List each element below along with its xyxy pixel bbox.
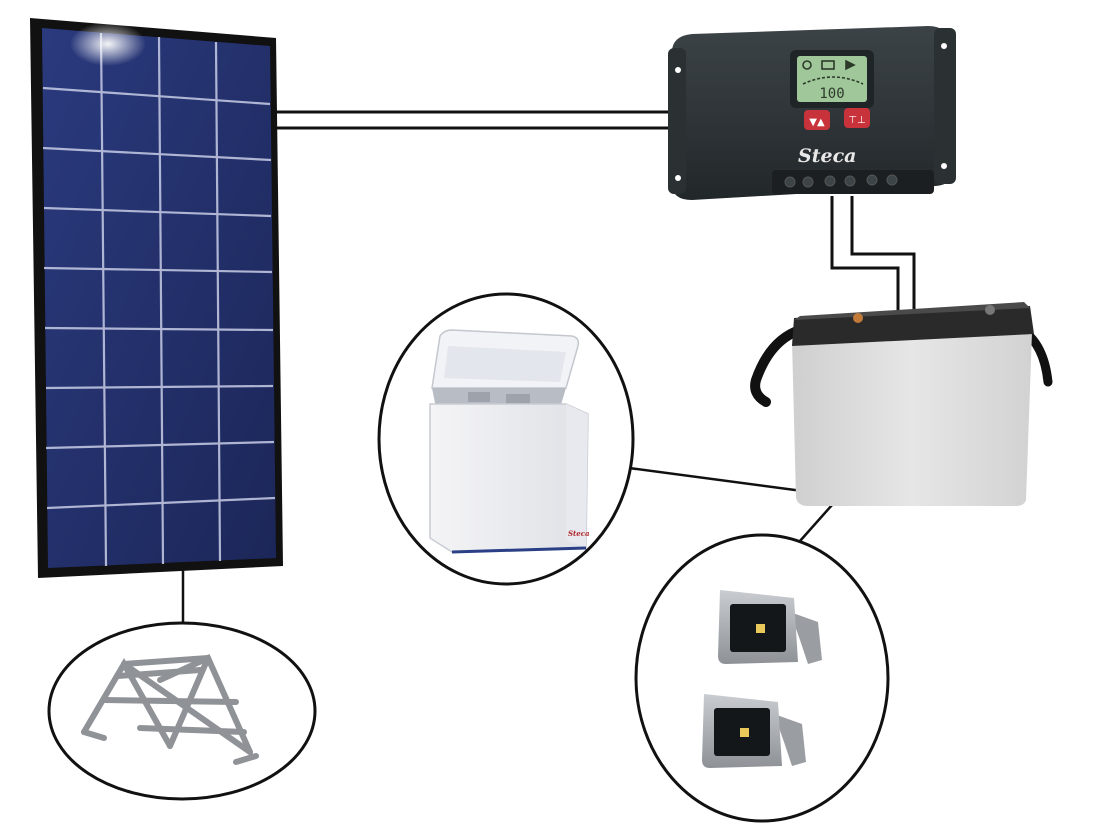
screw-icon xyxy=(941,43,947,49)
wire-battery-freezer xyxy=(628,466,811,494)
controller-button-load[interactable] xyxy=(844,108,870,128)
floodlights-callout-ring xyxy=(634,533,890,823)
battery-case xyxy=(792,332,1032,506)
freezer-interior xyxy=(432,388,566,408)
wire-controller-battery-1 xyxy=(830,196,900,318)
solar-panel-glare xyxy=(70,22,146,66)
floodlight-bracket xyxy=(774,714,806,766)
chest-freezer: Steca xyxy=(429,329,590,554)
wiring xyxy=(181,110,916,628)
screw-icon xyxy=(941,163,947,169)
arrows-icon: ▼▲ xyxy=(809,117,825,128)
freezer-callout: Steca xyxy=(377,292,635,586)
mounting-rack-callout xyxy=(47,621,317,801)
controller-mount-ear-left xyxy=(668,48,686,194)
panel-mounting-rack xyxy=(81,654,259,765)
wire-controller-battery-2 xyxy=(850,196,916,318)
charge-controller: 100 ▼▲ ⊤⊥ Steca xyxy=(668,26,956,200)
load-icon: ⊤⊥ xyxy=(848,115,865,126)
led-chip-icon xyxy=(756,624,765,633)
floodlight-bracket xyxy=(790,612,822,664)
battery-terminal-positive xyxy=(853,313,863,323)
floodlight-1 xyxy=(718,590,822,664)
freezer-brand-logo: Steca xyxy=(568,529,590,538)
floodlights-callout xyxy=(634,533,890,823)
lcd-reading: 100 xyxy=(819,86,844,102)
controller-mount-ear-right xyxy=(934,28,956,184)
solar-panel xyxy=(30,18,283,578)
led-chip-icon xyxy=(740,728,749,737)
floodlight-2 xyxy=(702,694,806,768)
wire-battery-floodlights xyxy=(799,504,833,542)
lcd-status-icons xyxy=(802,59,864,85)
controller-brand-logo: Steca xyxy=(798,145,856,167)
freezer-body xyxy=(429,403,589,553)
terminal-screws xyxy=(784,174,898,188)
screw-icon xyxy=(675,67,681,73)
battery xyxy=(750,302,1053,506)
controller-button-arrows[interactable] xyxy=(804,110,830,130)
battery-lid-top xyxy=(794,302,1030,320)
screw-icon xyxy=(675,175,681,181)
battery-terminal-negative xyxy=(985,305,995,315)
solar-panel-cell-grid xyxy=(42,32,276,567)
battery-handle-left xyxy=(750,325,805,407)
